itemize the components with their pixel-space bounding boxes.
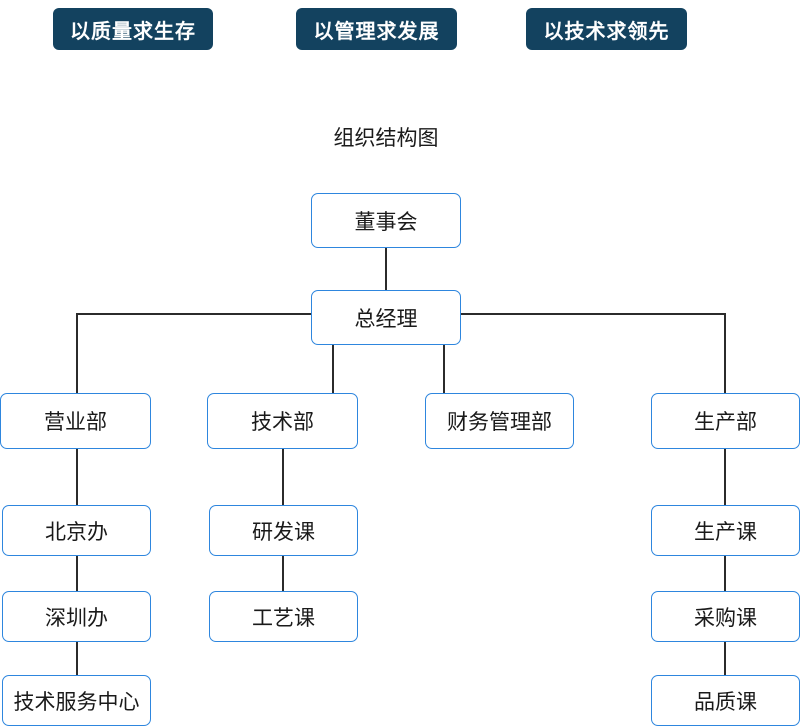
org-node-board[interactable]: 董事会 <box>311 193 461 248</box>
org-node-production-dept[interactable]: 生产部 <box>651 393 800 449</box>
org-node-shenzhen-office[interactable]: 深圳办 <box>2 591 151 642</box>
connector-technical-to-rnd <box>282 449 284 505</box>
slogan-banner-quality: 以质量求生存 <box>53 8 213 50</box>
org-node-beijing-office[interactable]: 北京办 <box>2 505 151 556</box>
connector-sales-to-beijing <box>76 449 78 505</box>
connector-shenzhen-to-service-center <box>76 642 78 675</box>
org-node-sales-dept[interactable]: 营业部 <box>0 393 151 449</box>
connector-production-to-prodsection <box>724 449 726 505</box>
connector-gm-to-sales <box>76 313 78 393</box>
connector-board-to-gm <box>385 248 387 290</box>
org-node-general-manager[interactable]: 总经理 <box>311 290 461 345</box>
org-node-production-section[interactable]: 生产课 <box>651 505 800 556</box>
org-node-tech-service-center[interactable]: 技术服务中心 <box>2 675 151 726</box>
org-node-technical-dept[interactable]: 技术部 <box>207 393 358 449</box>
connector-prodsection-to-purchasing <box>724 556 726 591</box>
org-node-process-section[interactable]: 工艺课 <box>209 591 358 642</box>
connector-gm-to-technical <box>332 345 334 393</box>
org-node-quality-section[interactable]: 品质课 <box>651 675 800 726</box>
connector-purchasing-to-quality <box>724 642 726 675</box>
connector-gm-bus-left <box>76 313 312 315</box>
slogan-banner-technology: 以技术求领先 <box>526 8 687 50</box>
connector-rnd-to-process <box>282 556 284 591</box>
slogan-banner-management: 以管理求发展 <box>296 8 457 50</box>
org-node-rnd-section[interactable]: 研发课 <box>209 505 358 556</box>
connector-beijing-to-shenzhen <box>76 556 78 591</box>
org-node-purchasing-section[interactable]: 采购课 <box>651 591 800 642</box>
org-node-finance-dept[interactable]: 财务管理部 <box>425 393 574 449</box>
connector-gm-bus-right <box>460 313 725 315</box>
chart-title: 组织结构图 <box>333 126 439 150</box>
connector-gm-to-finance <box>443 345 445 393</box>
connector-gm-to-production <box>724 313 726 393</box>
